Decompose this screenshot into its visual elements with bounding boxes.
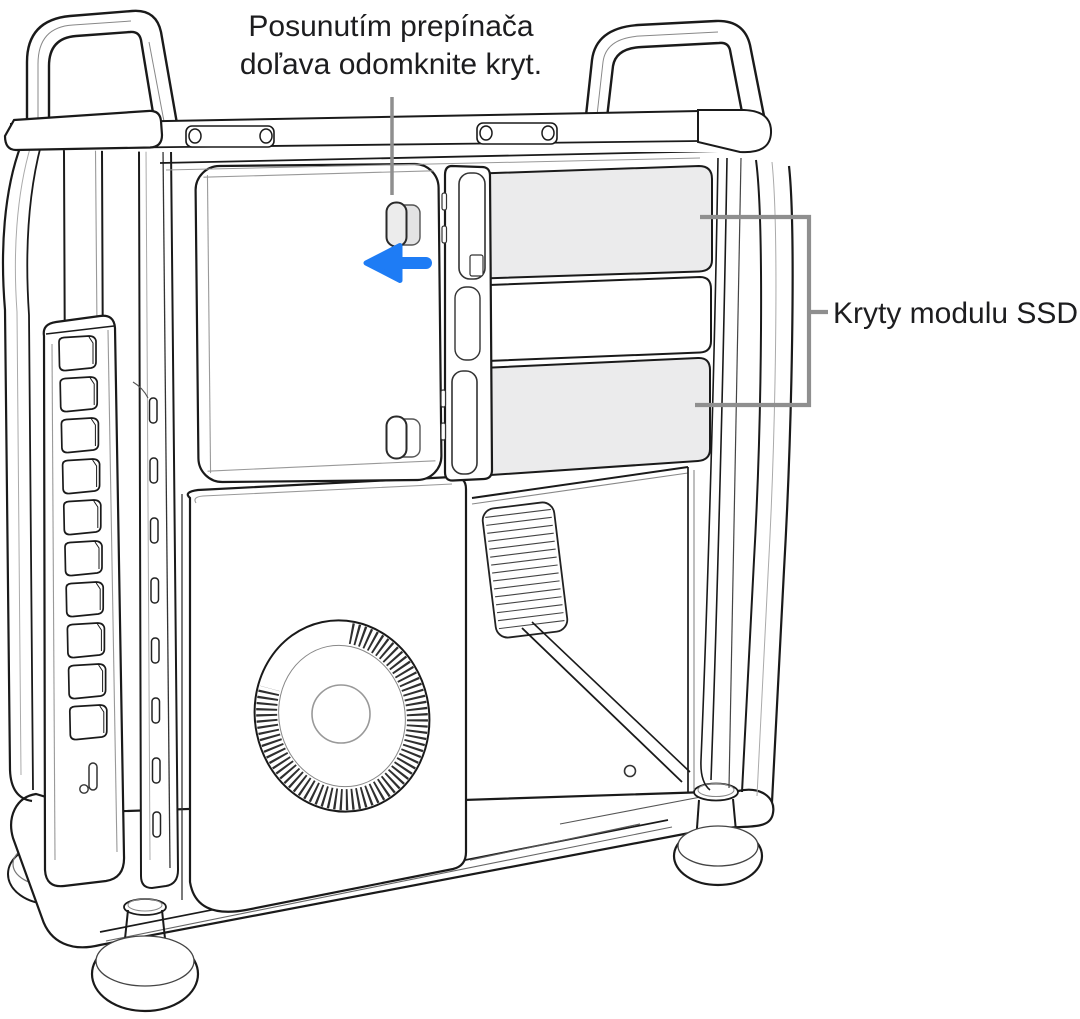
ssd-covers-label: Kryty modulu SSD bbox=[833, 297, 1079, 330]
rail-plate-right bbox=[476, 122, 558, 145]
left-foot bbox=[90, 909, 200, 1013]
switch-instruction-label: Posunutím prepínača doľava odomknite kry… bbox=[226, 8, 556, 84]
fan-hub bbox=[311, 684, 371, 744]
switch-instruction-line1: Posunutím prepínača bbox=[248, 10, 534, 43]
lock-strip bbox=[440, 164, 494, 482]
module-slot-detail bbox=[88, 762, 98, 791]
screw-hole bbox=[479, 125, 493, 141]
ssd-callout-bracket bbox=[695, 214, 828, 408]
module-screw bbox=[79, 784, 89, 794]
screw-hole bbox=[259, 128, 273, 144]
interior-screw bbox=[623, 764, 637, 778]
switch-instruction-line2: doľava odomknite kryt. bbox=[239, 48, 543, 81]
ssd-cover-top bbox=[455, 164, 713, 281]
rail-cap-bar bbox=[3, 109, 164, 152]
diagonal-brace bbox=[521, 627, 683, 783]
door-panel bbox=[194, 162, 443, 484]
rail-plate-left bbox=[185, 125, 275, 148]
right-foot bbox=[672, 798, 764, 887]
lower-latch bbox=[385, 415, 421, 460]
pcie-slot-covers bbox=[42, 314, 126, 888]
screw-hole bbox=[541, 125, 555, 141]
body-top-edge bbox=[159, 150, 725, 171]
lock-switch bbox=[385, 201, 421, 248]
screw-hole bbox=[188, 128, 202, 144]
rail-corner-block bbox=[697, 109, 773, 154]
interior-panel bbox=[469, 466, 695, 861]
right-frame-tube bbox=[700, 157, 794, 803]
top-rail bbox=[3, 109, 773, 154]
left-frame-tube bbox=[1, 144, 42, 803]
unlock-arrow-icon bbox=[363, 243, 432, 283]
vent-grille bbox=[481, 501, 569, 639]
